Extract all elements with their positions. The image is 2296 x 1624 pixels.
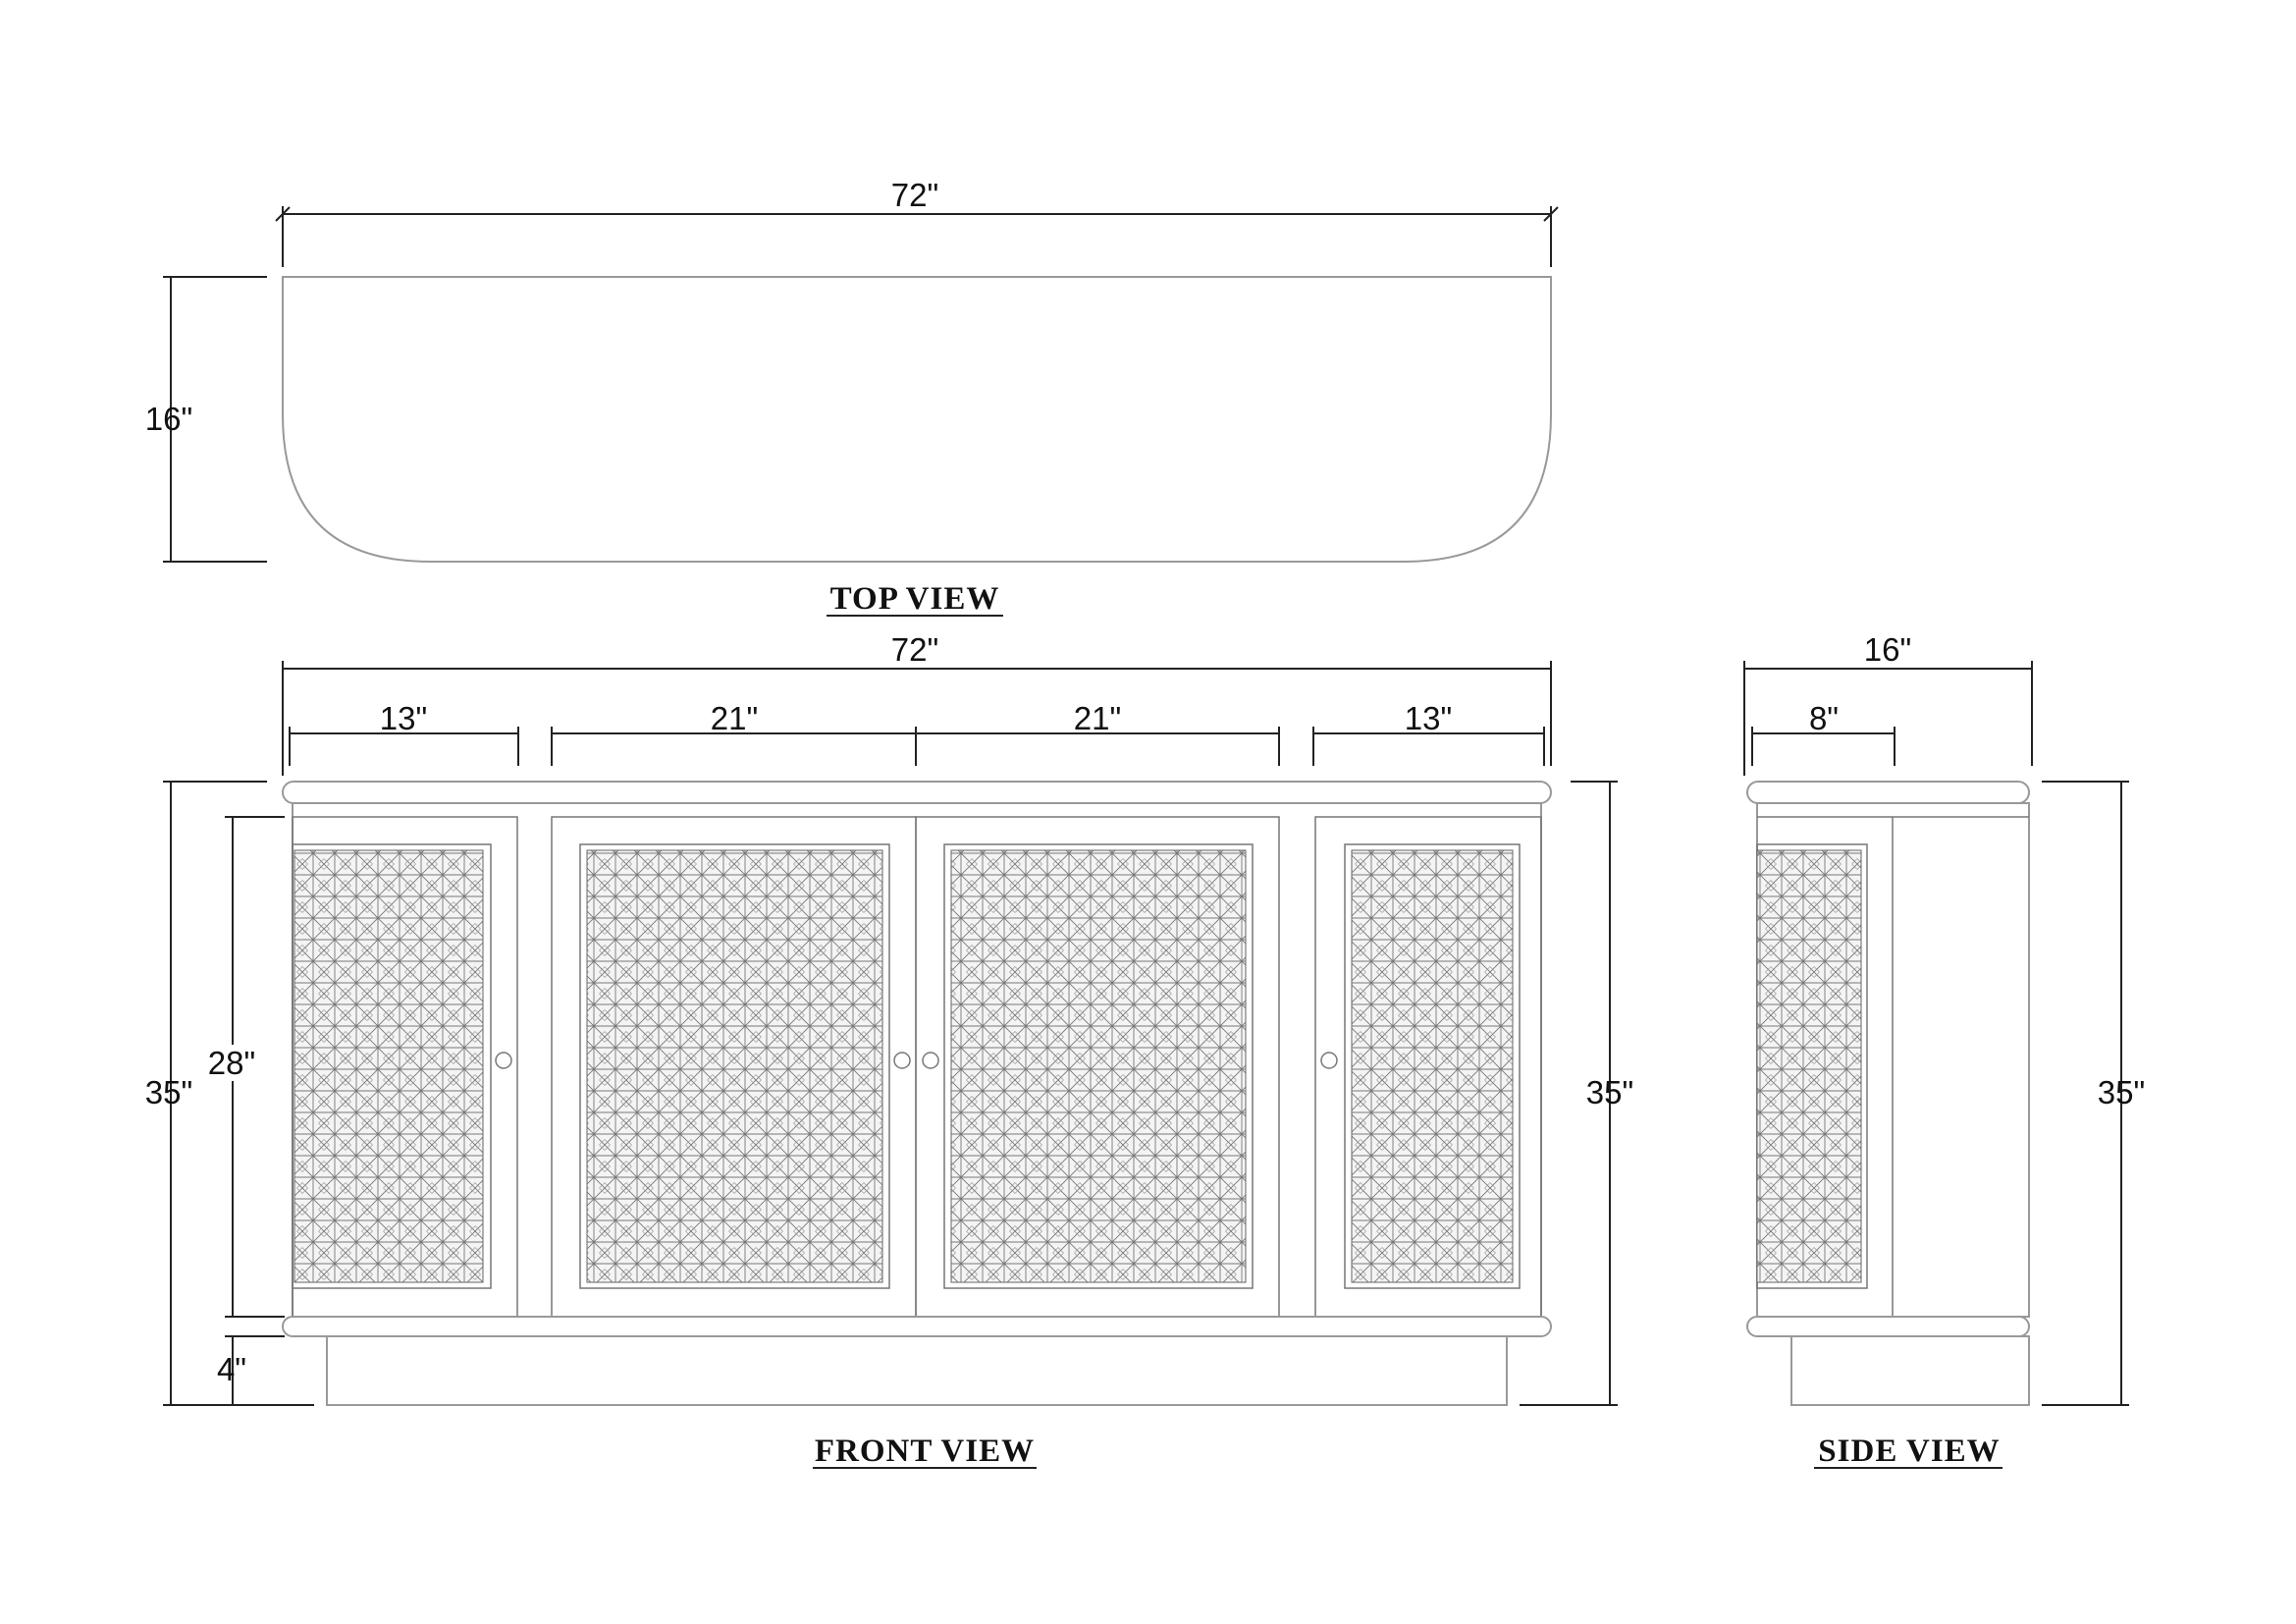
front-view-title: FRONT VIEW	[815, 1434, 1035, 1469]
front-height-dimensions: 35" 28" 4" 35"	[145, 781, 1633, 1406]
lattice-panel	[1756, 849, 1862, 1283]
knob-icon	[893, 1052, 911, 1069]
top-view-title: TOP VIEW	[830, 581, 1000, 617]
front-view: 72" 13" 21" 21" 13"	[145, 631, 1633, 1469]
side-bottom-rail	[1746, 1316, 2030, 1337]
label-backing	[205, 1045, 258, 1081]
top-rail	[282, 781, 1552, 804]
side-panel-width-label: 8"	[1809, 700, 1839, 736]
plinth-height-label: 4"	[217, 1351, 246, 1387]
door-width-label: 13"	[1405, 700, 1452, 736]
top-view: 72" 16" TOP VIEW	[145, 177, 1559, 617]
knob-icon	[495, 1052, 512, 1069]
top-width-dimension: 72"	[275, 177, 1559, 267]
front-width-dimension: 72"	[282, 631, 1552, 776]
lattice-panel	[1351, 849, 1514, 1283]
top-outline	[282, 276, 1552, 563]
door-height-label: 28"	[208, 1045, 255, 1081]
bottom-rail	[282, 1316, 1552, 1337]
lattice-panel	[586, 849, 883, 1283]
cabinet-body	[292, 802, 1542, 1318]
side-view: 16" 8" 35" SIDE VIEW	[1743, 631, 2145, 1469]
top-width-label: 72"	[891, 177, 938, 213]
front-height-right-label: 35"	[1586, 1074, 1633, 1110]
lattice-panel	[950, 849, 1247, 1283]
top-depth-label: 16"	[145, 401, 192, 437]
top-depth-dimension: 16"	[145, 276, 267, 563]
knob-icon	[1320, 1052, 1338, 1069]
front-width-label: 72"	[891, 631, 938, 668]
door-width-label: 21"	[1074, 700, 1121, 736]
front-height-left-label: 35"	[145, 1074, 192, 1110]
side-plinth	[1790, 1335, 2030, 1406]
side-view-title: SIDE VIEW	[1818, 1434, 2000, 1469]
plinth	[326, 1335, 1508, 1406]
door-width-label: 13"	[380, 700, 427, 736]
door-width-dimensions: 13" 21" 21" 13"	[289, 700, 1545, 766]
doors	[292, 816, 1542, 1318]
side-height-label: 35"	[2098, 1074, 2145, 1110]
side-top-rail	[1746, 781, 2030, 804]
door-width-label: 21"	[711, 700, 758, 736]
side-depth-label: 16"	[1864, 631, 1911, 668]
lattice-panel	[294, 849, 484, 1283]
knob-icon	[922, 1052, 939, 1069]
